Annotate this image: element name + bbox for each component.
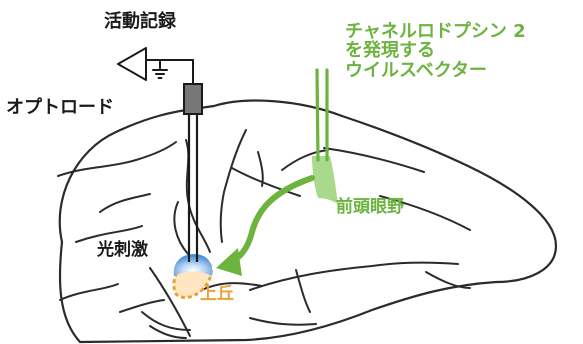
virus-label-line-2: を発現する [345, 40, 435, 62]
fef-label: 前頭眼野 [336, 197, 404, 217]
brain-sulci [57, 129, 471, 337]
recording-circuit [117, 47, 194, 85]
injection-needle [315, 68, 329, 162]
cerebellum [141, 311, 191, 339]
optrode-label: オプトロード [6, 97, 114, 118]
fef-injection-site [312, 156, 338, 204]
projection-arrowhead [216, 248, 242, 276]
light-stimulation-label: 光刺激 [97, 240, 148, 260]
superior-colliculus-label: 上丘 [200, 284, 234, 304]
recording-label: 活動記録 [104, 11, 176, 32]
projection-arrow [227, 175, 315, 265]
light-stimulation-glow [173, 254, 213, 276]
virus-label-line-3: ウイルスベクター [345, 59, 488, 81]
virus-vector-label: チャネルロドプシン 2 を発現する ウイルスベクター [345, 21, 526, 81]
ground-symbol-icon [152, 69, 168, 79]
virus-label-line-1: チャネルロドプシン 2 [345, 21, 526, 42]
amplifier-triangle-icon [117, 47, 147, 81]
